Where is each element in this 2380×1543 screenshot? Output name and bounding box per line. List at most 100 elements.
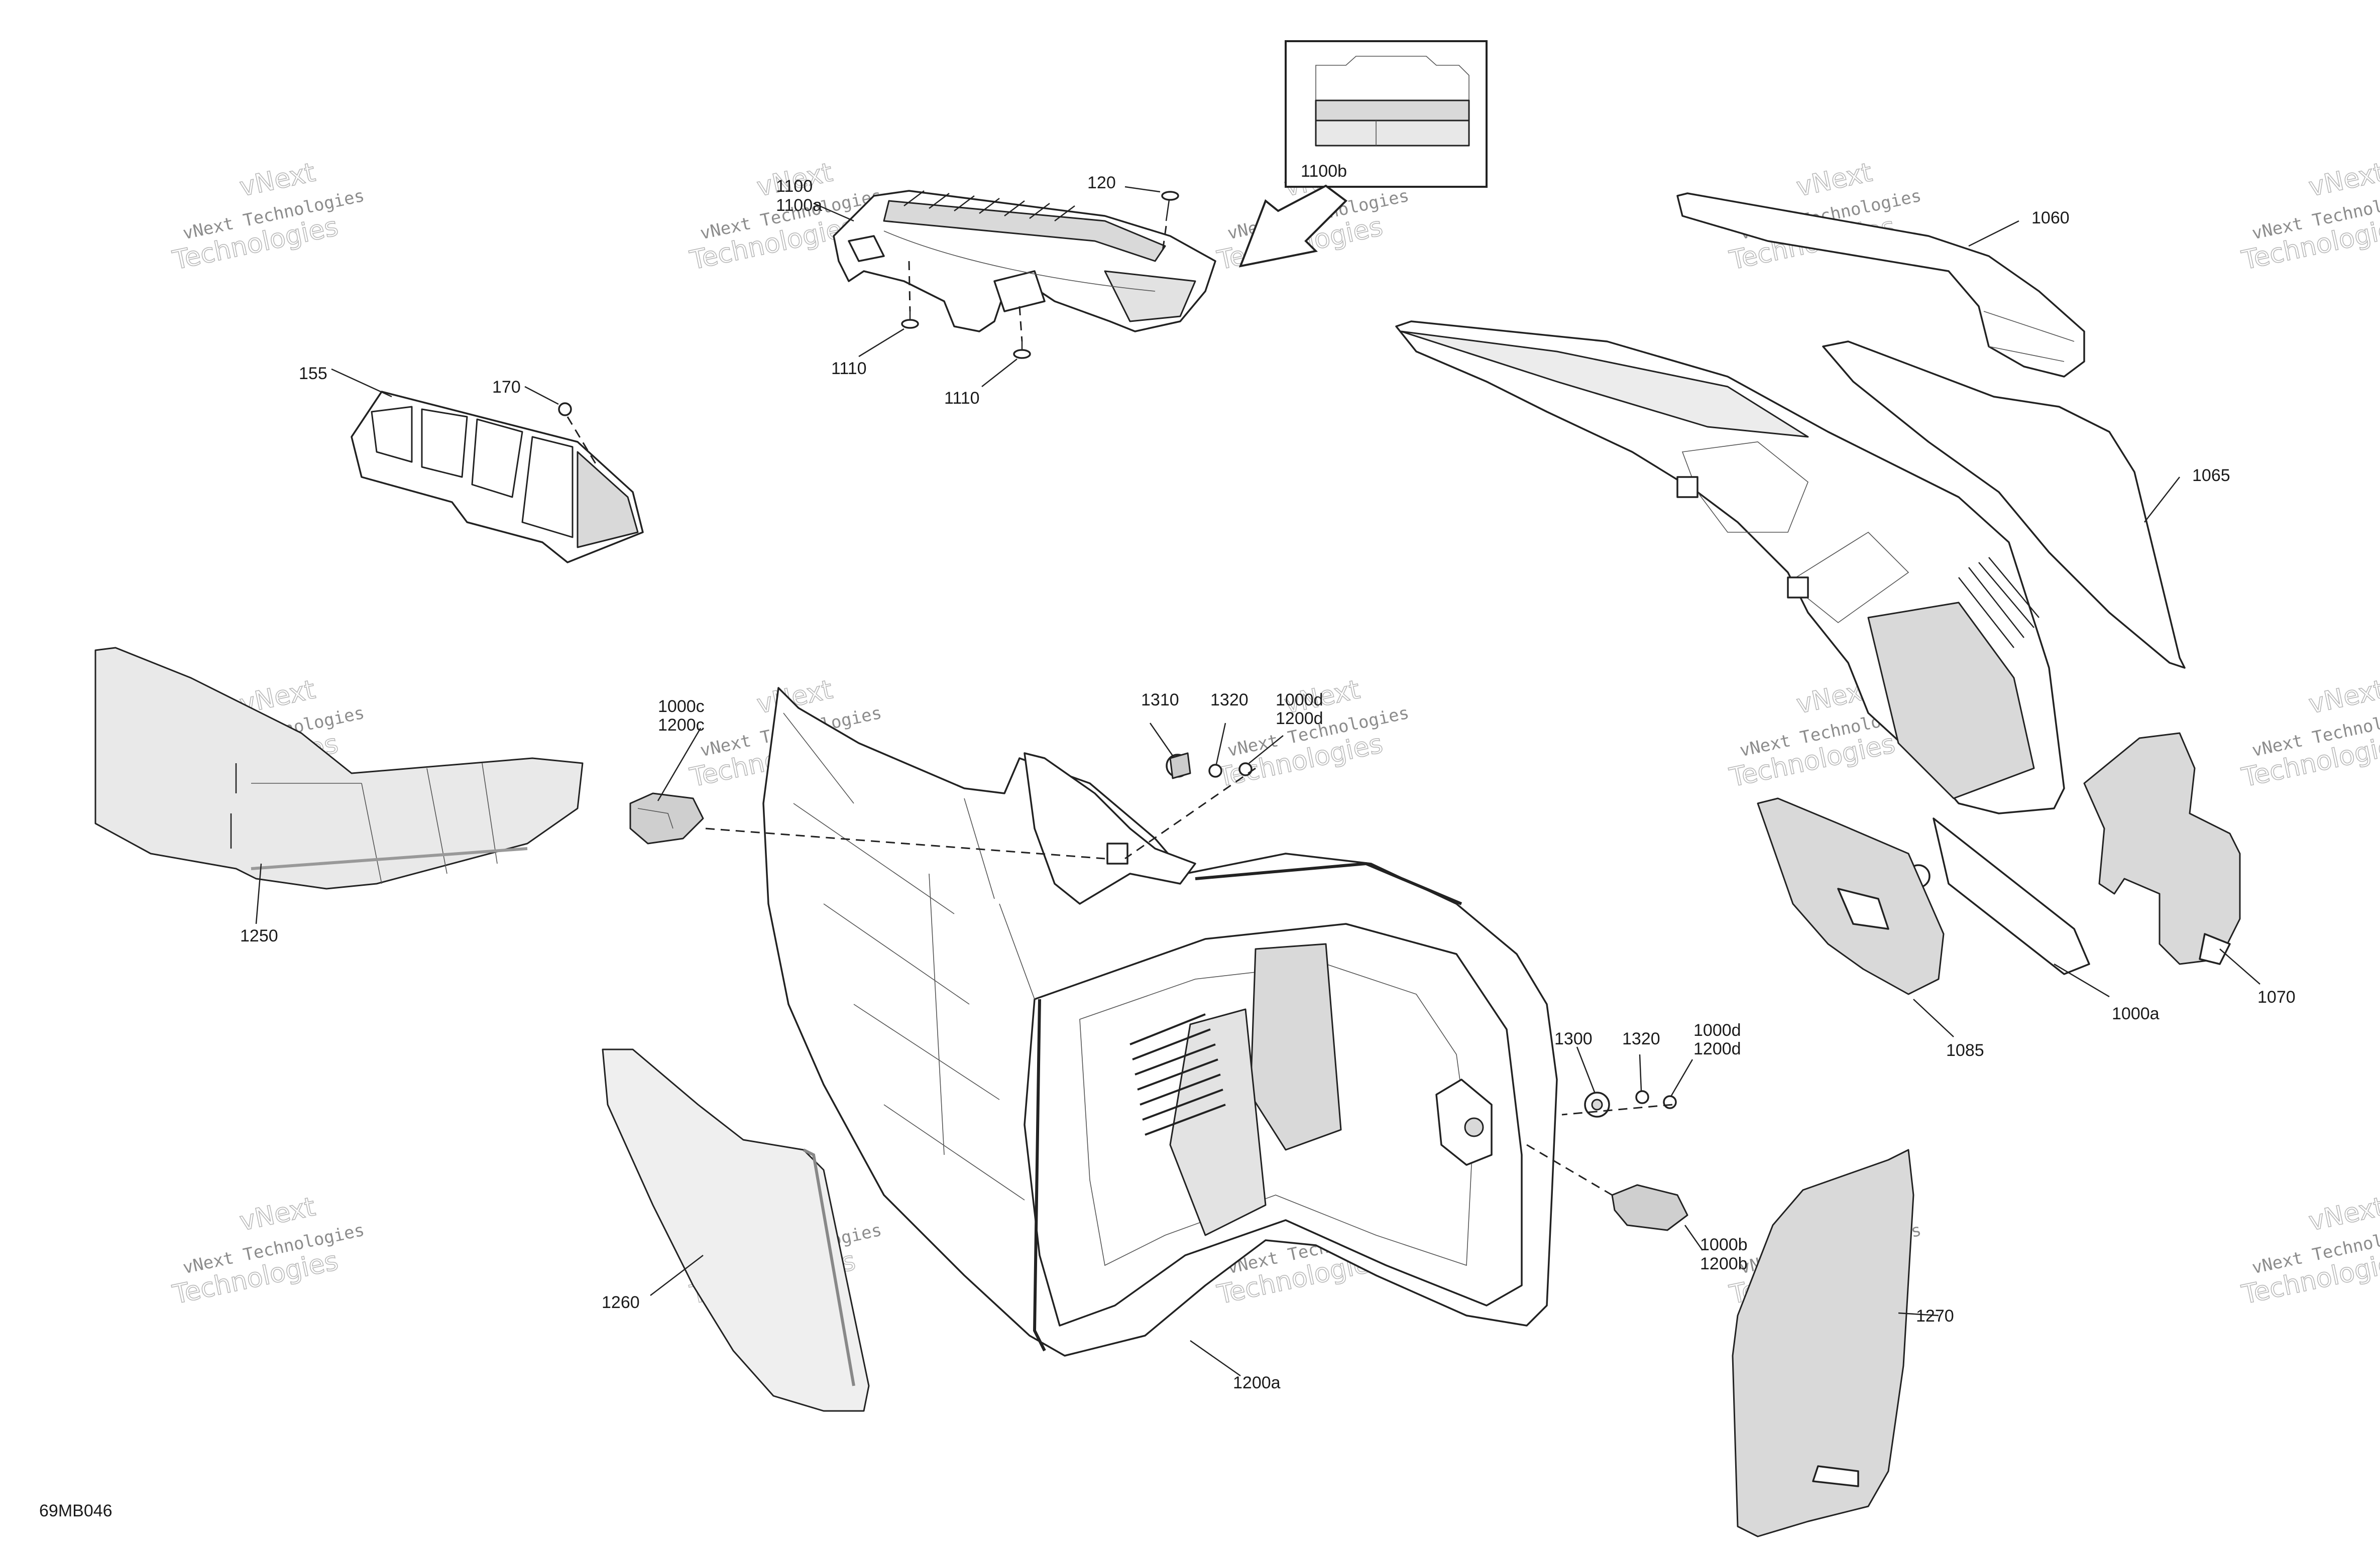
decal-slot: [1812, 1465, 1859, 1487]
watermark-outline: vNext: [237, 157, 318, 202]
callout-1000d: 1000d: [1276, 690, 1323, 709]
part-1000c-clip[interactable]: [629, 792, 704, 845]
grille-slot: [471, 418, 523, 498]
grille-edge: [577, 451, 639, 548]
clip-body: [629, 792, 704, 845]
callout-1260: 1260: [602, 1293, 640, 1312]
watermark: vNext Technologies vNext Technologies: [2239, 674, 2380, 794]
grille-slot: [521, 436, 574, 538]
callout-1250: 1250: [240, 926, 278, 945]
callout-1100b: 1100b: [1301, 162, 1347, 181]
watermark-outline: vNext: [2306, 1192, 2380, 1237]
panel-outline: [1822, 340, 2186, 669]
panel-face-dark: [1867, 602, 2035, 799]
screw-head-icon: [1663, 1095, 1677, 1109]
grille-slot: [421, 408, 468, 478]
fastener-icon: [558, 402, 572, 416]
part-1065[interactable]: [1822, 340, 2186, 669]
callout-1000d: 1000d: [1693, 1021, 1741, 1040]
upper-extension: [1024, 752, 1196, 905]
callout-1270: 1270: [1916, 1307, 1954, 1326]
callout-1200d: 1200d: [1693, 1039, 1741, 1058]
inset-decal-stripe: [1315, 120, 1470, 147]
watermark: vNext Technologies vNext Technologies: [170, 157, 367, 277]
callout-1200c: 1200c: [658, 716, 705, 735]
watermark: vNext Technologies vNext Technologies: [687, 157, 884, 277]
callout-1060: 1060: [2031, 208, 2070, 227]
part-1070[interactable]: [2083, 732, 2241, 965]
part-1060[interactable]: [1676, 192, 2085, 378]
callout-155: 155: [299, 364, 327, 383]
callout-1085: 1085: [1946, 1041, 1984, 1060]
callout-1000b: 1000b: [1700, 1235, 1748, 1254]
part-1100-panel[interactable]: [833, 190, 1216, 332]
clip-icon: [1787, 576, 1809, 599]
callout-170: 170: [492, 378, 521, 397]
callout-1320: 1320: [1210, 690, 1249, 709]
part-1000d-screw-a[interactable]: [1238, 762, 1253, 776]
tab: [2199, 933, 2231, 965]
part-155-vent-grille[interactable]: [351, 391, 644, 563]
part-1300-fastener[interactable]: [1584, 1092, 1610, 1118]
part-1310-fastener[interactable]: [1166, 752, 1191, 779]
clip-icon: [1106, 843, 1128, 865]
callout-labels: 1100 1100a 120 1110 1110 155 170 1060 10…: [240, 173, 2296, 1392]
mount-boss: [993, 270, 1046, 312]
callout-1320: 1320: [1622, 1029, 1660, 1048]
washer-icon: [1208, 764, 1222, 778]
panel-cutout: [1837, 888, 1889, 930]
callout-1110: 1110: [944, 389, 980, 408]
clip-body: [1611, 1184, 1688, 1231]
part-1085[interactable]: [1757, 797, 1945, 995]
panel-outline: [1732, 1149, 1914, 1537]
washer-icon: [1635, 1090, 1649, 1104]
side-pocket: [1104, 270, 1196, 322]
watermark: vNext Technologies vNext Technologies: [2239, 1192, 2380, 1311]
part-1200a-main-panel[interactable]: [762, 687, 1558, 1357]
lower-extension: [1933, 817, 2090, 975]
callout-1200a: 1200a: [1233, 1373, 1281, 1392]
screw-120[interactable]: [1161, 191, 1179, 221]
part-1320-washer-a[interactable]: [1208, 764, 1222, 778]
part-1000a-side-panel[interactable]: [1395, 320, 2090, 975]
panel-face: [1400, 330, 1809, 438]
callout-120: 120: [1087, 173, 1116, 192]
callout-1200d: 1200d: [1276, 709, 1323, 728]
part-1000d-screw-b[interactable]: [1663, 1095, 1677, 1109]
vent-louvers: [1129, 1013, 1226, 1136]
screw-head-icon: [1238, 762, 1253, 776]
watermark: vNext Technologies vNext Technologies: [2239, 157, 2380, 277]
part-1320-washer-b[interactable]: [1635, 1090, 1649, 1104]
mount-tab: [848, 235, 885, 262]
watermark-outline: vNext: [2306, 674, 2380, 720]
grille-slot: [371, 406, 413, 463]
vent-louvers: [1958, 557, 2039, 648]
part-1270[interactable]: [1732, 1149, 1914, 1537]
screw-1110-left[interactable]: [901, 311, 919, 329]
watermark-outline: vNext: [1794, 157, 1875, 202]
figure-code: 69MB046: [39, 1501, 112, 1520]
callout-1000c: 1000c: [658, 697, 705, 716]
inset-decal-stripe: [1315, 99, 1470, 122]
callout-1110: 1110: [831, 359, 867, 378]
clip-icon: [1676, 476, 1698, 498]
callout-1200b: 1200b: [1700, 1254, 1748, 1273]
screw-head-icon: [1013, 349, 1031, 359]
screw-head-icon: [901, 319, 919, 329]
watermark: vNext Technologies vNext Technologies: [1214, 674, 1411, 794]
screw-1110-right[interactable]: [1013, 341, 1031, 359]
arrow-icon: [1238, 184, 1348, 268]
fastener-170[interactable]: [558, 402, 572, 416]
callout-1100: 1100: [776, 177, 813, 196]
part-1260[interactable]: [602, 1048, 870, 1412]
part-1000b-clip[interactable]: [1611, 1184, 1688, 1231]
watermark: vNext Technologies vNext Technologies: [170, 1192, 367, 1311]
callout-1065: 1065: [2192, 466, 2230, 485]
panel-outline: [94, 647, 584, 890]
callout-1070: 1070: [2257, 988, 2296, 1007]
watermark-outline: vNext: [237, 1192, 318, 1237]
part-1250[interactable]: [94, 647, 584, 890]
inset-decal-1100b[interactable]: 1100b: [1285, 40, 1488, 188]
panel-outline: [2083, 732, 2241, 965]
